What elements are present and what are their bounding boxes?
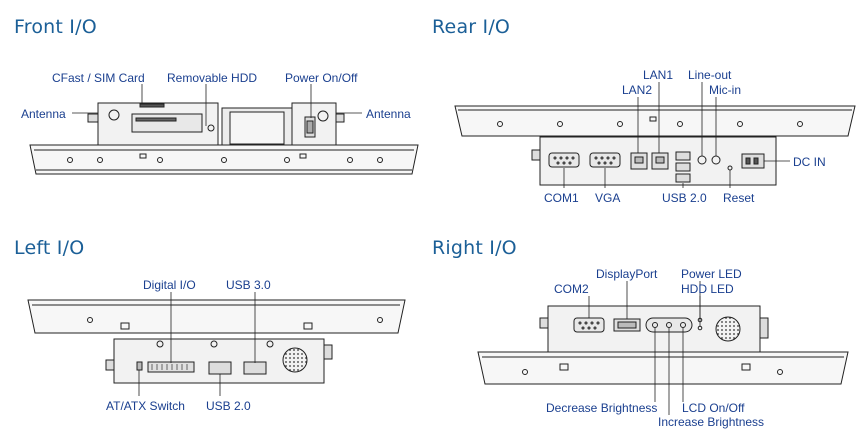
label-usb-2-0-left: USB 2.0 [206, 399, 251, 413]
rear-io-leaders [563, 82, 790, 188]
right-io-leaders [588, 281, 701, 415]
label-increase-brightness: Increase Brightness [658, 415, 765, 429]
label-mic-in: Mic-in [709, 83, 741, 97]
label-digital-io: Digital I/O [143, 278, 196, 292]
label-lan2: LAN2 [622, 83, 653, 97]
label-power-led: Power LED [681, 267, 742, 281]
label-com1: COM1 [544, 191, 579, 205]
label-dc-in: DC IN [793, 155, 826, 169]
label-antenna-right: Antenna [366, 107, 411, 121]
front-io-drawing [29, 102, 419, 175]
label-power-on-off: Power On/Off [285, 71, 358, 85]
left-io-leaders [138, 292, 256, 396]
rear-io-drawing [454, 105, 856, 186]
label-lcd-on-off: LCD On/Off [682, 401, 745, 415]
label-com2: COM2 [554, 282, 589, 296]
label-usb-3-0: USB 3.0 [226, 278, 271, 292]
front-io-leaders [72, 84, 362, 126]
label-reset: Reset [723, 191, 755, 205]
label-at-atx-switch: AT/ATX Switch [106, 399, 185, 413]
label-cfast-sim-card: CFast / SIM Card [52, 71, 145, 85]
label-line-out: Line-out [688, 68, 732, 82]
label-decrease-brightness: Decrease Brightness [546, 401, 658, 415]
front-io-title: Front I/O [14, 16, 97, 38]
label-lan1: LAN1 [643, 68, 674, 82]
left-io-title: Left I/O [14, 237, 85, 259]
right-io-drawing [477, 305, 849, 385]
label-usb-2-0-rear: USB 2.0 [662, 191, 707, 205]
label-displayport: DisplayPort [596, 267, 658, 281]
label-antenna-left: Antenna [21, 107, 66, 121]
label-removable-hdd: Removable HDD [167, 71, 258, 85]
label-vga: VGA [595, 191, 621, 205]
rear-io-title: Rear I/O [432, 16, 511, 38]
left-io-drawing [27, 299, 406, 384]
label-hdd-led: HDD LED [681, 282, 734, 296]
right-io-title: Right I/O [432, 237, 517, 259]
